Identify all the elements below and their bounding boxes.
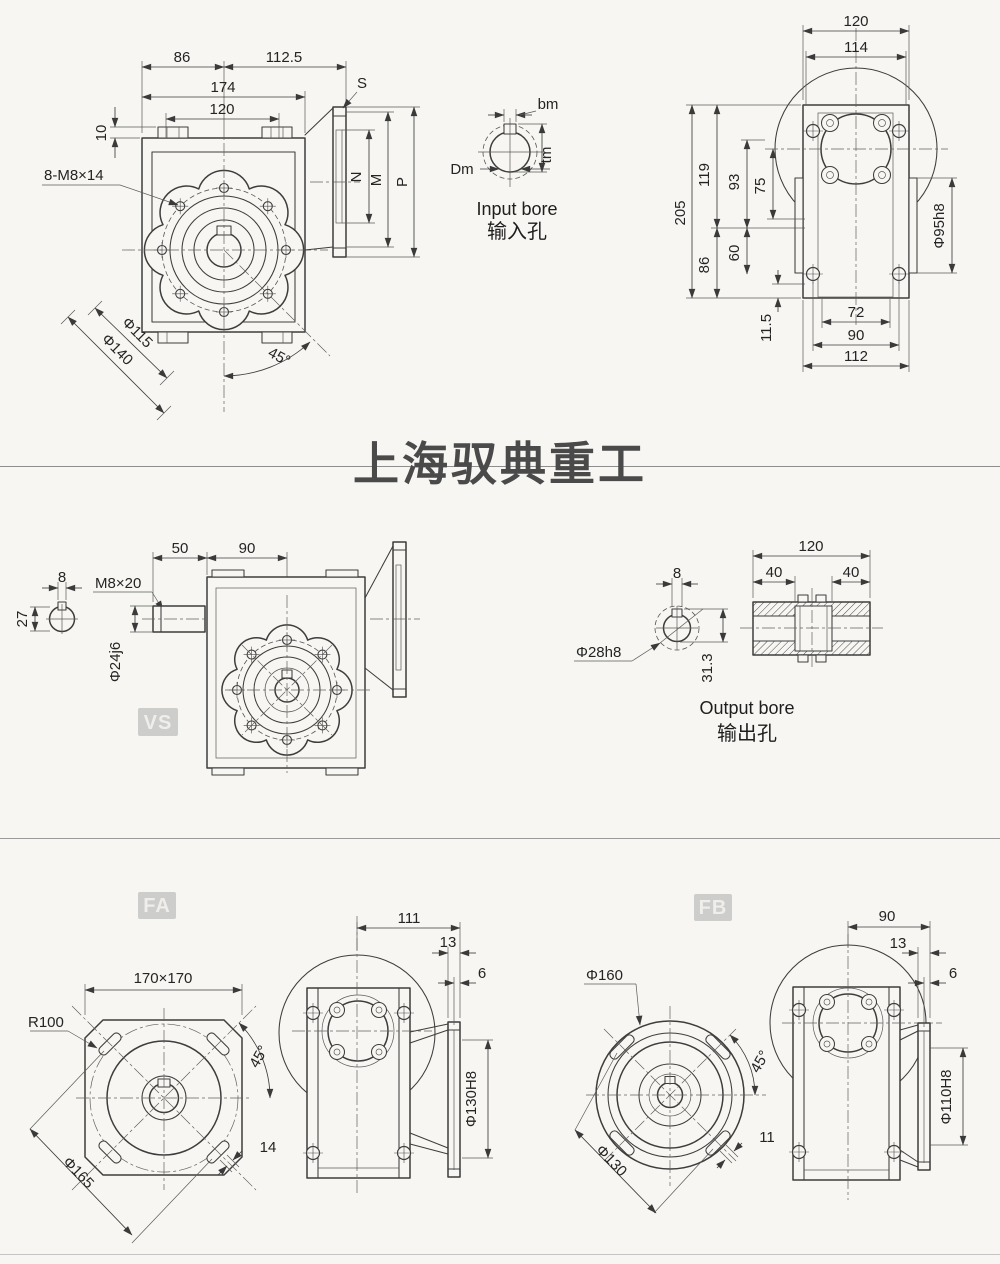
dim-170x170: 170×170 bbox=[134, 970, 193, 987]
fb-flange-view: FB Φ160 45° Φ13 bbox=[574, 894, 775, 1214]
dim-40-left: 40 bbox=[766, 564, 783, 581]
vs-input-shaft: M8×20 Φ24j6 50 90 bbox=[93, 540, 288, 682]
output-bore-detail: 8 Φ28h8 31.3 bbox=[574, 538, 883, 745]
dim-50: 50 bbox=[172, 540, 189, 557]
dim-90: 90 bbox=[239, 540, 256, 557]
output-bore-caption-en: Output bore bbox=[699, 698, 794, 718]
dim-11-5: 11.5 bbox=[758, 314, 775, 342]
input-bore-caption-zh: 输入孔 bbox=[487, 220, 547, 243]
vs-body bbox=[206, 569, 372, 776]
dim-90: 90 bbox=[848, 327, 865, 344]
rear-body bbox=[765, 28, 948, 325]
vs-view: 8 27 M8×20 Φ24j6 50 90 bbox=[14, 540, 420, 776]
dim-8: 8 bbox=[58, 569, 66, 586]
fb-side-body bbox=[769, 934, 942, 1200]
bolt-callout: 8-M8×14 bbox=[44, 167, 104, 184]
dim-120: 120 bbox=[843, 13, 868, 30]
dim-d110h8: Φ110H8 bbox=[938, 1069, 955, 1124]
output-bore-section: 8 Φ28h8 31.3 bbox=[574, 565, 728, 683]
dim-114: 114 bbox=[844, 39, 868, 56]
dim-40-right: 40 bbox=[843, 564, 860, 581]
dim-120: 120 bbox=[798, 538, 823, 555]
dim-119: 119 bbox=[696, 163, 713, 187]
dim-d160: Φ160 bbox=[586, 967, 623, 984]
input-bore-caption-en: Input bore bbox=[476, 199, 557, 219]
output-bore-caption-zh: 输出孔 bbox=[717, 722, 777, 745]
fb-stamp-label: FB bbox=[699, 897, 728, 919]
dim-10: 10 bbox=[93, 125, 110, 142]
dim-90: 90 bbox=[879, 908, 896, 925]
dim-112-5: 112.5 bbox=[266, 49, 302, 66]
dim-86: 86 bbox=[696, 257, 713, 274]
dim-13: 13 bbox=[890, 935, 907, 952]
dim-205: 205 bbox=[672, 200, 689, 225]
rear-dimensions: 120 114 205 119 93 75 86 60 11.5 bbox=[672, 13, 957, 372]
fa-side-dimensions: 111 13 6 Φ130H8 bbox=[356, 910, 493, 1159]
dim-6: 6 bbox=[949, 965, 957, 982]
vs-shaft-section: 8 27 bbox=[14, 569, 82, 634]
fb-stamp: FB bbox=[694, 894, 732, 921]
dim-13: 13 bbox=[440, 934, 457, 951]
fb-side-dimensions: 90 13 6 Φ110H8 bbox=[847, 908, 968, 1146]
dim-8: 8 bbox=[673, 565, 681, 582]
dim-93: 93 bbox=[726, 174, 743, 191]
vs-stamp-label: VS bbox=[144, 712, 173, 734]
dim-120: 120 bbox=[209, 101, 234, 118]
fb-side-view: 90 13 6 Φ110H8 bbox=[769, 908, 968, 1200]
dim-72: 72 bbox=[848, 304, 865, 321]
dim-14: 14 bbox=[260, 1139, 277, 1156]
dim-d24j6: Φ24j6 bbox=[107, 642, 124, 682]
fa-stamp: FA bbox=[138, 892, 176, 919]
dim-11: 11 bbox=[759, 1129, 775, 1146]
page-title: 上海驭典重工 bbox=[353, 438, 647, 490]
front-gear-face bbox=[122, 143, 331, 412]
dim-27: 27 bbox=[14, 611, 31, 628]
dim-112: 112 bbox=[844, 348, 868, 365]
divider-line-2 bbox=[0, 838, 1000, 839]
divider-line-1 bbox=[0, 466, 1000, 467]
dim-d130h8: Φ130H8 bbox=[463, 1071, 480, 1127]
dim-6: 6 bbox=[478, 965, 486, 982]
vs-stamp: VS bbox=[138, 708, 178, 736]
fa-flange-body bbox=[71, 1005, 257, 1191]
input-bore-detail: bm Dm tm Input bore 输入孔 bbox=[450, 96, 559, 243]
fa-flange-view: FA 170×170 R100 bbox=[28, 892, 277, 1244]
dim-bm: bm bbox=[538, 96, 559, 113]
thread-callout: M8×20 bbox=[95, 575, 141, 592]
output-hollow-shaft: 120 40 40 bbox=[740, 538, 883, 670]
dim-60: 60 bbox=[726, 245, 743, 262]
rear-view: 120 114 205 119 93 75 86 60 11.5 bbox=[672, 13, 957, 372]
fa-side-body bbox=[278, 916, 436, 1196]
fa-stamp-label: FA bbox=[143, 895, 171, 917]
dim-r100: R100 bbox=[28, 1014, 64, 1031]
vs-flange bbox=[364, 541, 420, 698]
front-view: 86 112.5 174 120 10 8-M8×14 Φ115 Φ140 bbox=[42, 49, 420, 421]
dim-angle-45: 45° bbox=[246, 1043, 272, 1071]
divider-line-3 bbox=[0, 1254, 1000, 1255]
dim-angle-45: 45° bbox=[265, 344, 293, 370]
dim-86: 86 bbox=[174, 49, 191, 66]
label-p: P bbox=[394, 177, 411, 187]
dim-d28h8: Φ28h8 bbox=[576, 644, 621, 661]
front-input-flange bbox=[304, 106, 360, 258]
dim-31-3: 31.3 bbox=[699, 653, 716, 682]
dim-d95h8: Φ95h8 bbox=[931, 203, 948, 248]
dim-174: 174 bbox=[210, 79, 235, 96]
dim-75: 75 bbox=[752, 178, 769, 195]
label-s: S bbox=[357, 75, 367, 92]
dim-tm: tm bbox=[538, 147, 555, 164]
dim-dm: Dm bbox=[450, 161, 473, 178]
dim-111: 111 bbox=[398, 910, 421, 927]
label-n: N bbox=[348, 172, 365, 183]
label-m: M bbox=[368, 174, 385, 187]
fa-side-view: 111 13 6 Φ130H8 bbox=[278, 910, 493, 1196]
